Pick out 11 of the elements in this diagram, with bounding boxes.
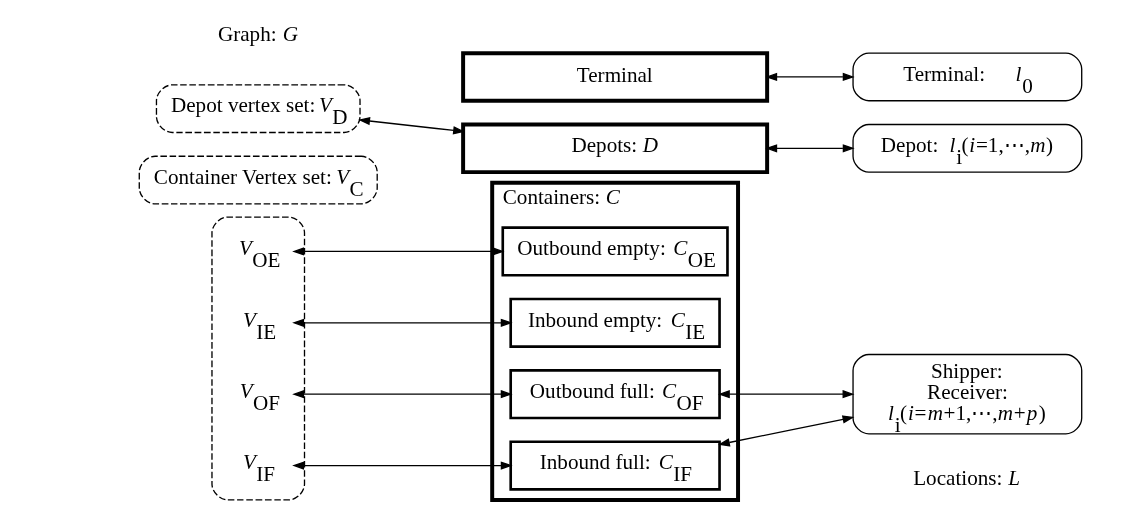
arrow bbox=[292, 390, 513, 399]
node-box: Depots: D bbox=[461, 122, 770, 175]
arrow bbox=[292, 247, 505, 256]
node-box: Terminal bbox=[461, 51, 770, 103]
label: Graph: G bbox=[217, 22, 298, 46]
arrow bbox=[717, 415, 855, 447]
label: Locations: L bbox=[913, 466, 1021, 491]
arrow bbox=[717, 390, 855, 399]
arrow bbox=[765, 144, 855, 153]
arrow bbox=[292, 318, 513, 327]
arrow bbox=[292, 461, 513, 470]
